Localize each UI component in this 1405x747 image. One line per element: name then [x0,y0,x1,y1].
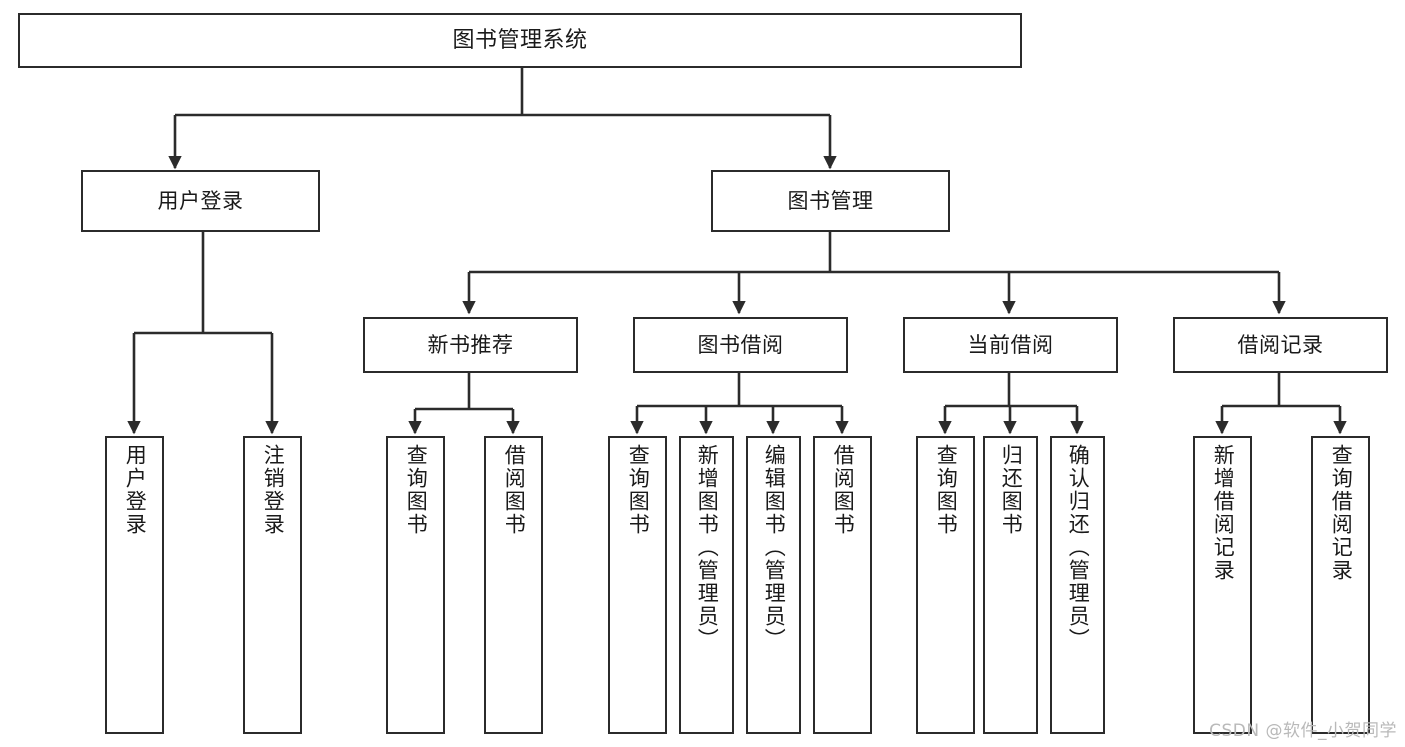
node-leaf-edit-book-label: 编辑图书（管理员） [762,444,787,651]
node-leaf-query-book-2[interactable]: 查询图书 [608,436,667,734]
node-book-management[interactable]: 图书管理 [711,170,950,232]
node-current-borrow[interactable]: 当前借阅 [903,317,1118,373]
node-leaf-borrow-book-1[interactable]: 借阅图书 [484,436,543,734]
node-leaf-user-login[interactable]: 用户登录 [105,436,164,734]
node-leaf-add-record-label: 新增借阅记录 [1211,444,1236,582]
node-leaf-confirm-return-label: 确认归还（管理员） [1066,444,1091,651]
node-leaf-query-book-1[interactable]: 查询图书 [386,436,445,734]
node-leaf-query-book-3[interactable]: 查询图书 [916,436,975,734]
node-book-borrow[interactable]: 图书借阅 [633,317,848,373]
node-borrow-record[interactable]: 借阅记录 [1173,317,1388,373]
node-book-borrow-label: 图书借阅 [697,332,784,357]
node-leaf-return-book[interactable]: 归还图书 [983,436,1038,734]
node-user-login[interactable]: 用户登录 [81,170,320,232]
node-leaf-query-record-label: 查询借阅记录 [1329,444,1354,582]
node-current-borrow-label: 当前借阅 [967,332,1054,357]
node-leaf-add-record[interactable]: 新增借阅记录 [1193,436,1252,734]
node-leaf-borrow-book-2-label: 借阅图书 [831,444,856,536]
node-leaf-borrow-book-1-label: 借阅图书 [502,444,527,536]
node-new-book-recommend[interactable]: 新书推荐 [363,317,578,373]
node-leaf-query-book-2-label: 查询图书 [626,444,651,536]
node-leaf-edit-book[interactable]: 编辑图书（管理员） [746,436,801,734]
node-leaf-confirm-return[interactable]: 确认归还（管理员） [1050,436,1105,734]
node-book-management-label: 图书管理 [787,188,874,213]
node-leaf-user-login-label: 用户登录 [123,444,148,536]
node-new-book-recommend-label: 新书推荐 [427,332,514,357]
node-root-label: 图书管理系统 [452,27,588,53]
node-leaf-add-book-label: 新增图书（管理员） [695,444,720,651]
node-borrow-record-label: 借阅记录 [1237,332,1324,357]
node-leaf-borrow-book-2[interactable]: 借阅图书 [813,436,872,734]
node-leaf-add-book[interactable]: 新增图书（管理员） [679,436,734,734]
node-leaf-query-book-1-label: 查询图书 [404,444,429,536]
node-leaf-query-record[interactable]: 查询借阅记录 [1311,436,1370,734]
watermark-text: CSDN @软件_小贺同学 [1209,721,1397,741]
node-leaf-logout-login-label: 注销登录 [261,444,286,536]
node-root[interactable]: 图书管理系统 [18,13,1022,68]
node-leaf-logout-login[interactable]: 注销登录 [243,436,302,734]
node-leaf-query-book-3-label: 查询图书 [934,444,959,536]
node-leaf-return-book-label: 归还图书 [999,444,1024,536]
node-user-login-label: 用户登录 [157,188,244,213]
